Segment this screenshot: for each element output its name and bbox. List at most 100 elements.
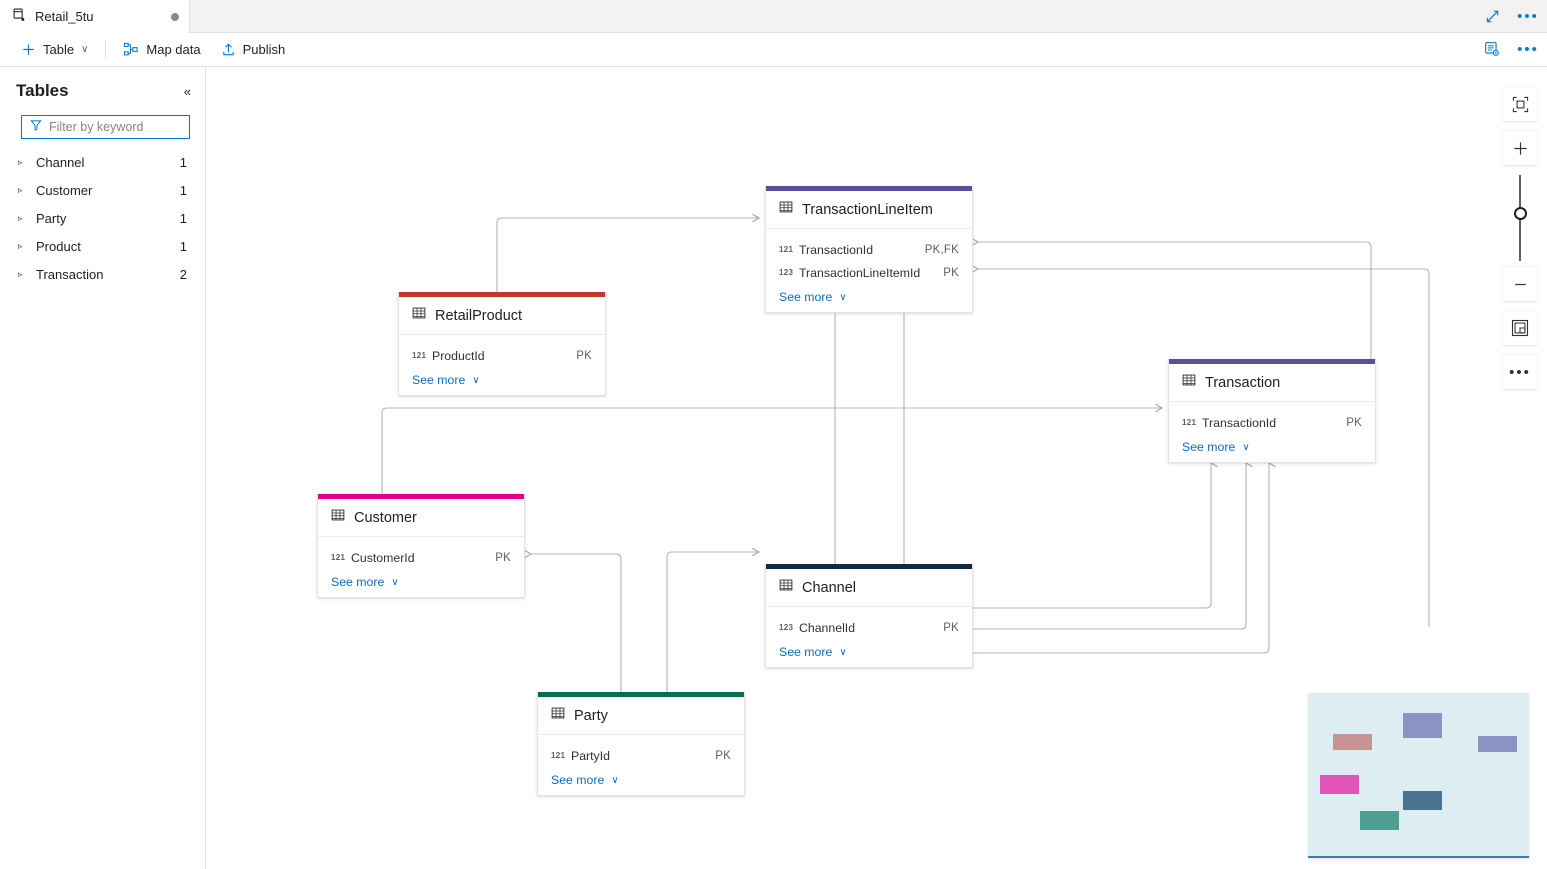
expand-chevron-icon[interactable]: ▹: [18, 268, 23, 279]
expand-chevron-icon[interactable]: ▹: [18, 212, 23, 223]
minimap-rect-party: [1360, 811, 1399, 830]
column-name: TransactionId: [799, 242, 874, 257]
publish-label: Publish: [242, 42, 286, 57]
card-header[interactable]: Customer: [318, 499, 524, 537]
see-more-link[interactable]: See more∨: [318, 569, 524, 589]
minimap-rect-channel: [1403, 791, 1442, 810]
add-table-button[interactable]: Table ∨: [12, 36, 97, 64]
column-key-badge: PK,FK: [924, 243, 959, 256]
chevron-down-icon: ∨: [839, 646, 847, 658]
expand-chevron-icon[interactable]: ▹: [18, 184, 23, 195]
tab-overflow-menu-icon[interactable]: •••: [1515, 4, 1541, 30]
see-more-link[interactable]: See more∨: [538, 767, 744, 787]
column-type-icon: 121: [779, 245, 794, 254]
map-data-icon: [124, 42, 139, 56]
column-name: ChannelId: [799, 620, 856, 635]
column-key-badge: PK: [1346, 416, 1362, 429]
column-name: TransactionLineItemId: [799, 265, 921, 280]
see-more-link[interactable]: See more∨: [1169, 434, 1375, 454]
command-separator: [105, 39, 107, 60]
expand-chevron-icon[interactable]: ▹: [18, 156, 23, 167]
zoom-in-button[interactable]: [1503, 131, 1537, 165]
more-glyph: •••: [1509, 363, 1531, 381]
funnel-icon: [30, 118, 42, 136]
collapse-panel-icon[interactable]: «: [183, 83, 191, 99]
sidebar-item-count: 1: [179, 154, 187, 170]
minimap-rect-retailproduct: [1333, 734, 1372, 750]
grid-table-icon: [551, 706, 565, 725]
canvas-more-options-icon[interactable]: •••: [1503, 355, 1537, 389]
card-header[interactable]: Channel: [766, 569, 972, 607]
column-type-icon: 121: [331, 553, 346, 562]
see-more-label: See more: [331, 575, 385, 589]
sidebar-item-count: 1: [179, 210, 187, 226]
tab-overflow-glyph: •••: [1517, 8, 1539, 25]
command-overflow-menu-icon[interactable]: •••: [1515, 36, 1541, 62]
card-header[interactable]: TransactionLineItem: [766, 191, 972, 229]
see-more-link[interactable]: See more ∨: [766, 639, 972, 659]
expand-chevron-icon[interactable]: ▹: [18, 240, 23, 251]
see-more-link[interactable]: See more∨: [766, 284, 972, 304]
minimap[interactable]: [1308, 693, 1529, 858]
column-name: CustomerId: [351, 550, 415, 565]
zoom-toolbar: •••: [1503, 87, 1537, 399]
minimap-toggle-icon[interactable]: [1503, 311, 1537, 345]
entity-name: Customer: [354, 509, 417, 526]
column-row[interactable]: 121 TransactionId PK,FK: [766, 238, 972, 261]
card-header[interactable]: Party: [538, 697, 744, 735]
command-bar: Table ∨ Map data Publish: [0, 33, 1547, 67]
page-title: Tables: [16, 81, 69, 100]
entity-name: Channel: [802, 579, 857, 596]
expand-diagonal-icon[interactable]: [1479, 4, 1505, 30]
entity-card-transactionlineitem[interactable]: TransactionLineItem 121 TransactionId PK,FK…: [765, 186, 973, 313]
grid-table-icon: [331, 508, 345, 527]
column-name: ProductId: [432, 348, 485, 363]
minus-icon: [1514, 283, 1526, 285]
card-accent-bar: [766, 564, 972, 569]
filter-placeholder: Filter by keyword: [49, 120, 144, 134]
fit-to-screen-icon[interactable]: [1503, 87, 1537, 121]
column-type-icon: 121: [1182, 418, 1197, 427]
diagram-canvas[interactable]: TransactionLineItem 121 TransactionId PK,FK…: [206, 67, 1547, 869]
see-more-label: See more: [1182, 440, 1236, 454]
card-accent-bar: [766, 186, 972, 191]
card-header[interactable]: RetailProduct: [399, 297, 605, 335]
zoom-slider[interactable]: [1503, 175, 1537, 261]
zoom-out-button[interactable]: [1503, 267, 1537, 301]
zoom-slider-thumb[interactable]: [1514, 207, 1527, 220]
see-more-link[interactable]: See more∨: [399, 367, 605, 387]
tab-retail-5tu[interactable]: Retail_5tu: [0, 0, 190, 33]
command-bar-actions: •••: [1479, 36, 1541, 62]
minimap-rect-transactionlineitem: [1403, 713, 1442, 738]
database-add-icon: [12, 7, 27, 27]
chevron-down-icon: ∨: [839, 291, 847, 303]
column-type-icon: 121: [412, 351, 427, 360]
card-header[interactable]: Transaction: [1169, 364, 1375, 402]
publish-button[interactable]: Publish: [212, 36, 295, 64]
see-more-label: See more: [779, 645, 833, 659]
filter-input[interactable]: Filter by keyword: [21, 115, 190, 139]
map-data-button[interactable]: Map data: [114, 36, 209, 64]
list-settings-icon[interactable]: [1479, 36, 1505, 62]
